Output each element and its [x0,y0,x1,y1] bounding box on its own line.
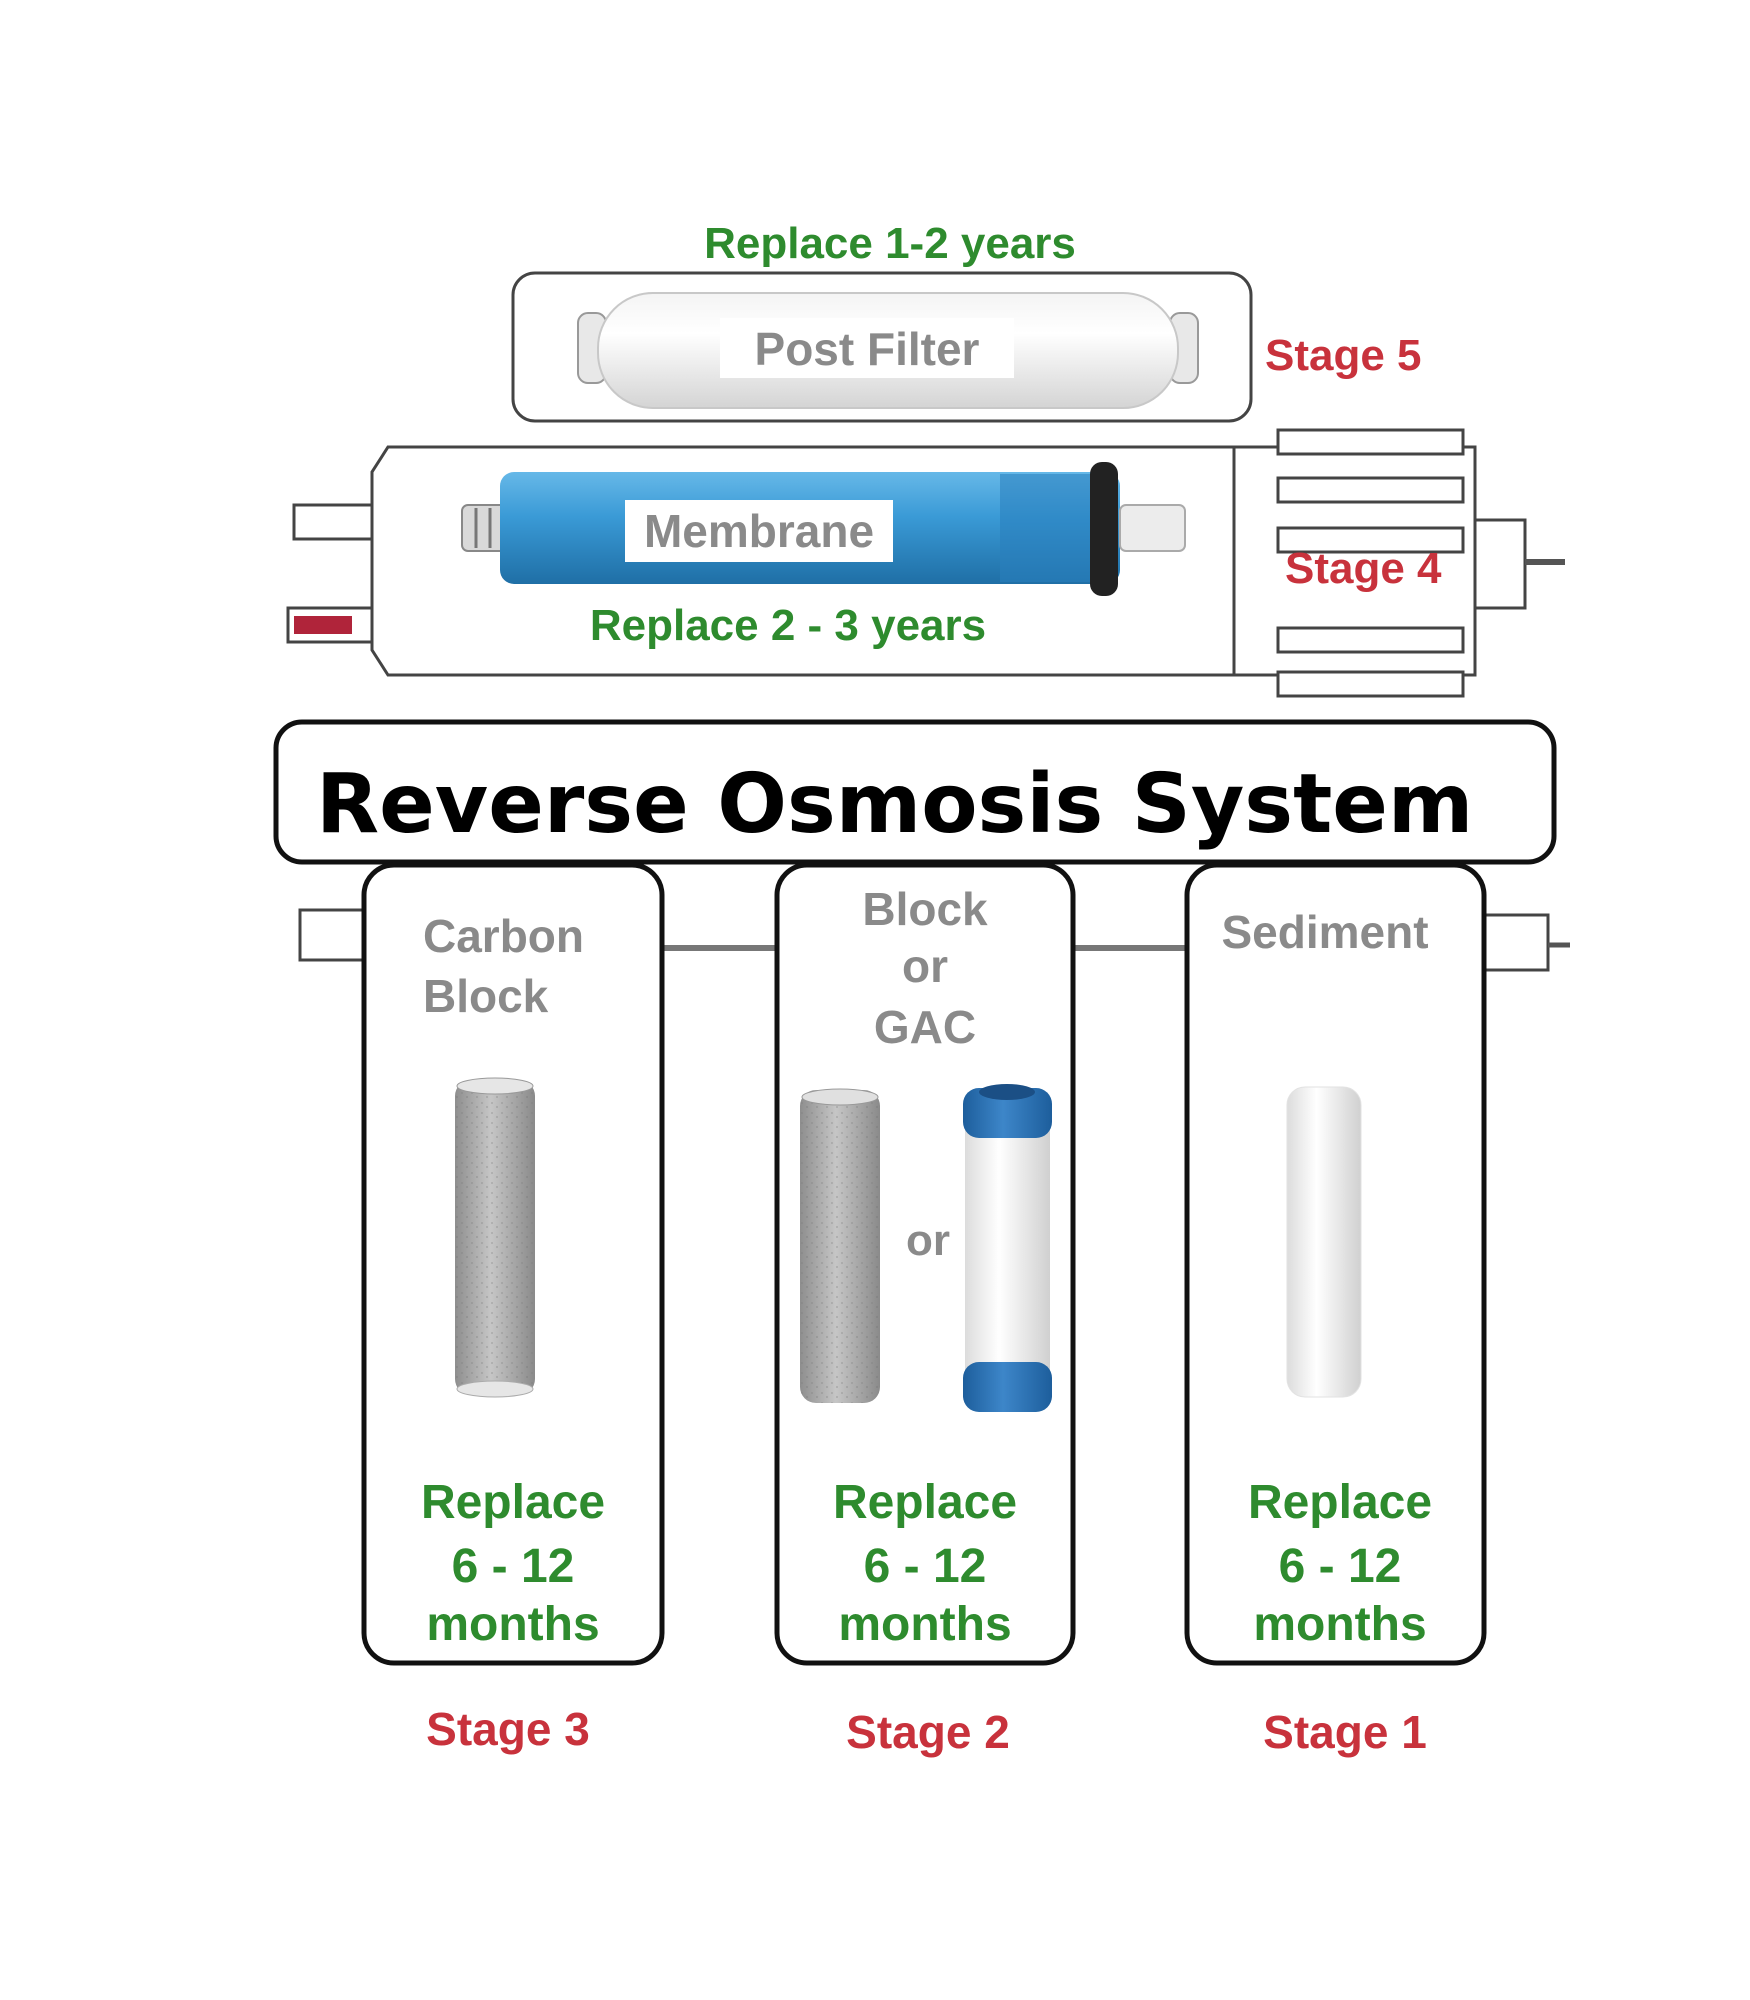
bracket-fin [1276,476,1465,504]
membrane-end-right [1119,504,1186,552]
stage1-replace-line2: 6 - 12 [1279,1540,1402,1593]
stage1-name-line1: Sediment [1221,906,1428,958]
stage3-label: Stage 3 [426,1703,590,1755]
membrane-fitting-top [292,503,382,541]
stage3-group: Carbon Block Replace 6 - 12 months Stage… [361,862,665,1755]
stage1-replace-line3: months [1253,1598,1426,1651]
membrane-label-box [625,500,893,562]
stage2-or-text: or [906,1216,950,1265]
stage3-outlet-fitting [298,908,366,962]
stage2-group: Block or GAC or Replace 6 - 12 months St… [774,862,1076,1758]
stage5-replace-text: Replace 1-2 years [704,219,1076,268]
gac-cartridge [965,1105,1050,1390]
stage4-group: Membrane Replace 2 - 3 years Stage 4 [286,428,1565,698]
stage5-label: Stage 5 [1265,331,1422,380]
gac-bottom-cap [963,1362,1052,1412]
stage3-replace-line2: 6 - 12 [452,1540,575,1593]
gac-top-cap [963,1088,1052,1138]
stage3-replace-line1: Replace [421,1476,605,1529]
stage2-replace-line2: 6 - 12 [864,1540,987,1593]
stage2-label: Stage 2 [846,1706,1010,1758]
stage3-name-line2: Block [423,970,549,1022]
title-banner-box [273,719,1557,865]
stage1-label: Stage 1 [1263,1706,1427,1758]
page-title: Reverse Osmosis System [316,757,1473,852]
flow-restrictor [294,616,352,634]
stage3-name-line1: Carbon [423,910,584,962]
bracket-fin [1276,526,1465,554]
stage2-name-line3: GAC [874,1001,976,1053]
stage2-canister [774,862,1076,1666]
housing-outlet-block [1473,518,1527,610]
stage1-inlet-fitting [1482,913,1550,972]
stage2-replace-line1: Replace [833,1476,1017,1529]
post-filter-label: Post Filter [755,323,980,375]
bracket-fin [1276,428,1465,456]
sediment-cartridge [1286,1086,1362,1398]
membrane-label: Membrane [644,505,874,557]
stage1-group: Sediment Replace 6 - 12 months Stage 1 [1184,862,1487,1758]
bracket-fin [1276,670,1465,698]
stage4-label: Stage 4 [1285,544,1442,593]
canister-pipes [298,908,1570,972]
stage2-name-line1: Block [862,883,988,935]
membrane-brine-seal [1090,462,1118,596]
stage5-group: Replace 1-2 years Post Filter Stage 5 [511,219,1422,423]
bracket-fin [1276,626,1465,654]
stage4-replace-text: Replace 2 - 3 years [590,601,986,650]
stage2-replace-line3: months [838,1598,1011,1651]
post-filter-label-box [720,318,1014,378]
stage2-name-line2: or [902,940,948,992]
stage3-replace-line3: months [426,1598,599,1651]
title-banner: Reverse Osmosis System [273,719,1557,865]
stage1-replace-line1: Replace [1248,1476,1432,1529]
